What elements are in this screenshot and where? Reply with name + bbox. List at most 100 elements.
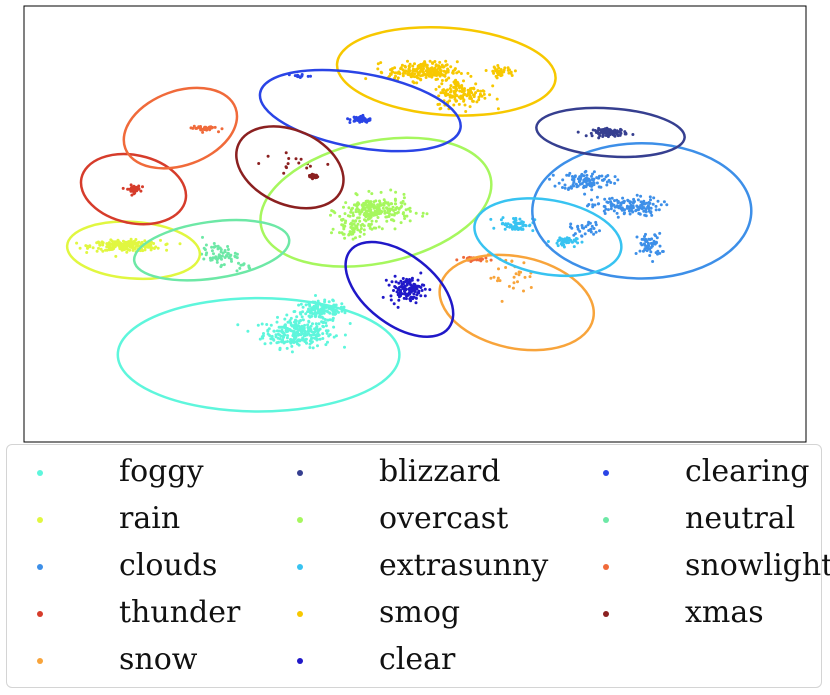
scatter-point (359, 227, 363, 230)
scatter-point (408, 73, 412, 77)
scatter-point (297, 343, 301, 347)
scatter-point (374, 226, 378, 230)
scatter-point (452, 103, 456, 107)
scatter-point (423, 287, 427, 291)
scatter-point (454, 93, 457, 97)
scatter-point (644, 201, 648, 205)
scatter-point (572, 245, 576, 249)
scatter-point (472, 93, 475, 97)
legend-marker (297, 564, 303, 570)
scatter-point (437, 94, 441, 98)
scatter-point (620, 208, 624, 212)
scatter-point (406, 59, 409, 63)
scatter-point (477, 98, 481, 102)
scatter-point (431, 70, 435, 74)
scatter-point (358, 210, 362, 214)
scatter-point (402, 296, 406, 300)
scatter-point (278, 325, 282, 329)
scatter-point (220, 127, 224, 131)
scatter-point (478, 92, 482, 96)
legend-label: clouds (119, 548, 218, 583)
scatter-point (108, 244, 112, 248)
scatter-point (332, 325, 336, 329)
scatter-point (257, 162, 261, 165)
scatter-point (284, 165, 288, 169)
scatter-point (592, 232, 596, 236)
scatter-point (605, 180, 609, 184)
scatter-point (574, 239, 577, 243)
scatter-point (661, 250, 664, 253)
scatter-point (443, 92, 447, 96)
scatter-point (403, 64, 407, 68)
scatter-point (366, 212, 370, 216)
scatter-point (315, 337, 319, 341)
scatter-point (114, 244, 117, 248)
ellipse-clear (344, 240, 455, 338)
scatter-point (412, 81, 416, 85)
ellipse-clearing (258, 68, 462, 153)
scatter-point (216, 244, 220, 248)
scatter-point (314, 304, 317, 308)
scatter-point (609, 200, 613, 204)
scatter-point (436, 73, 439, 77)
scatter-point (266, 332, 270, 336)
scatter-point (649, 250, 653, 254)
scatter-point (500, 70, 504, 74)
scatter-point (285, 336, 289, 340)
scatter-point (126, 248, 130, 251)
scatter-point (474, 82, 478, 86)
scatter-point (429, 73, 433, 77)
scatter-point (452, 85, 456, 89)
scatter-point (609, 207, 613, 211)
scatter-point (341, 232, 345, 236)
scatter-point (585, 173, 589, 177)
scatter-point (579, 175, 583, 179)
scatter-point (393, 274, 397, 278)
scatter-point (504, 266, 508, 269)
scatter-point (611, 133, 615, 137)
scatter-point (393, 285, 397, 288)
scatter-point (346, 214, 350, 218)
scatter-point (385, 215, 389, 219)
legend-label: thunder (119, 595, 241, 630)
scatter-point (348, 322, 352, 325)
scatter-point (519, 270, 523, 274)
scatter-point (292, 310, 296, 314)
scatter-point (396, 293, 400, 297)
scatter-point (593, 203, 597, 207)
scatter-point (212, 242, 216, 245)
scatter-point (495, 97, 499, 101)
scatter-point (210, 249, 214, 253)
scatter-point (308, 333, 312, 337)
scatter-point (321, 324, 325, 328)
scatter-point (149, 246, 153, 250)
scatter-point (281, 331, 285, 335)
scatter-point (210, 245, 214, 249)
scatter-point (327, 300, 331, 304)
scatter-point (287, 157, 291, 160)
scatter-point (376, 67, 380, 71)
scatter-point (464, 110, 468, 113)
scatter-point (649, 210, 653, 214)
series-neutral-points (200, 235, 252, 273)
scatter-point (603, 197, 607, 201)
scatter-point (563, 183, 567, 187)
scatter-point (210, 126, 214, 129)
scatter-point (402, 280, 406, 284)
scatter-point (288, 319, 292, 323)
legend-marker (297, 470, 303, 476)
scatter-point (592, 227, 596, 230)
scatter-point (290, 350, 294, 354)
scatter-point (616, 134, 620, 138)
scatter-point (296, 74, 300, 78)
scatter-point (214, 256, 218, 260)
scatter-point (403, 71, 407, 75)
scatter-point (445, 63, 449, 67)
scatter-point (133, 191, 137, 195)
scatter-point (411, 71, 414, 75)
scatter-point (360, 208, 364, 212)
scatter-point (455, 60, 459, 64)
series-snow-points (485, 253, 533, 303)
scatter-point (573, 175, 577, 179)
scatter-point (217, 256, 221, 260)
